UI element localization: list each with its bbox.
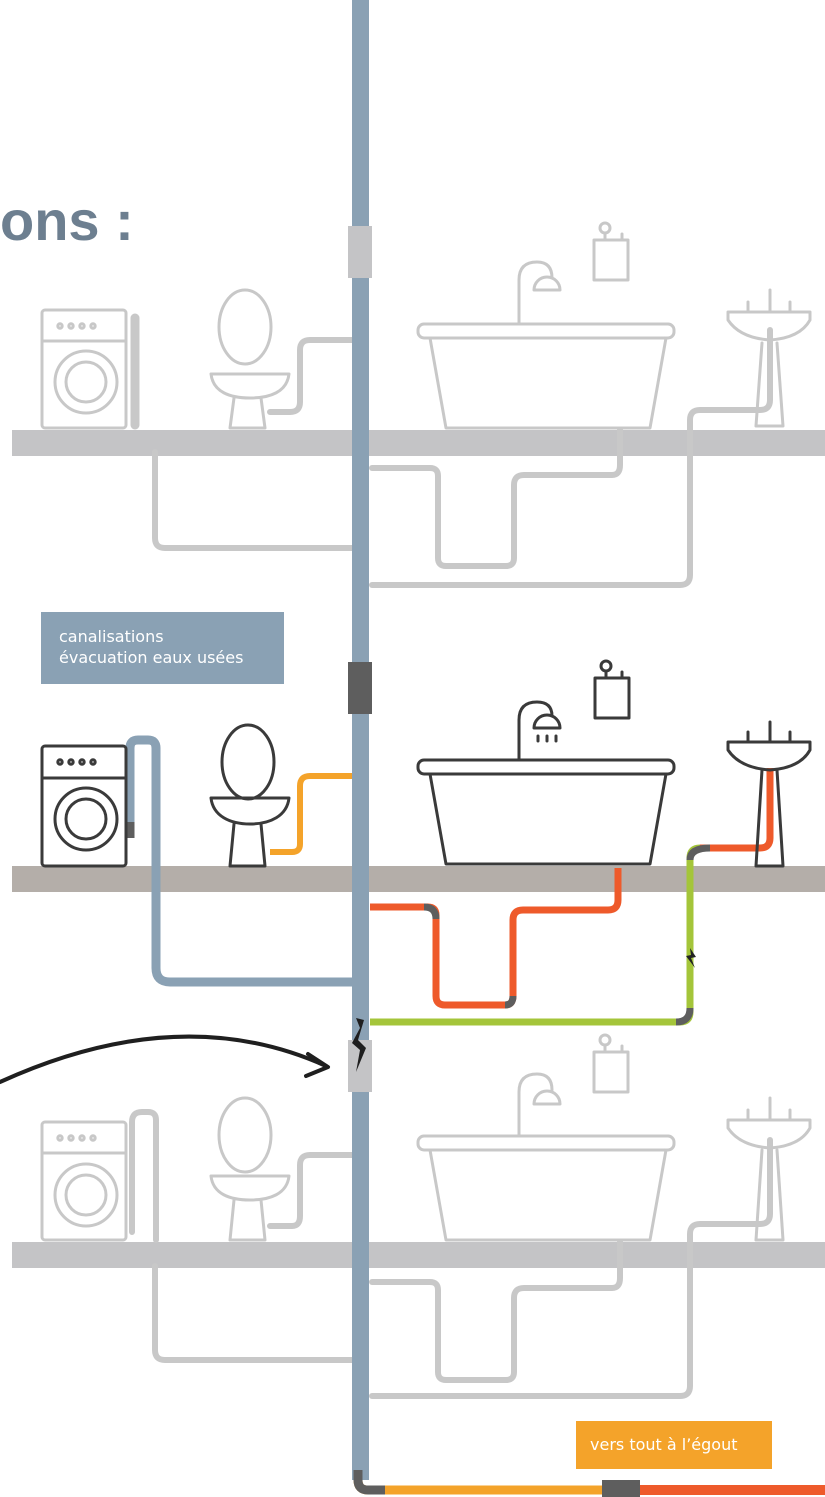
sewer-pipe-joint xyxy=(602,1480,640,1497)
washing-machine-hose xyxy=(129,1109,159,1243)
bathtub-drain xyxy=(369,427,623,569)
pipes-label-line-2: évacuation eaux usées xyxy=(59,648,244,667)
washing-machine-icon xyxy=(40,1120,128,1242)
washing-machine-drain xyxy=(152,1263,355,1363)
sewer-label: vers tout à l’égout xyxy=(576,1421,772,1469)
washbasin-icon xyxy=(726,720,812,868)
pipe-joints xyxy=(423,844,711,1026)
lower-floor-slab xyxy=(12,1242,825,1268)
stack-collar-upper xyxy=(348,226,372,278)
towel-holder-icon xyxy=(592,1033,630,1094)
toilet-icon xyxy=(209,1096,291,1242)
washing-machine-drain xyxy=(152,449,355,551)
pipes-label-line-1: canalisations xyxy=(59,627,164,646)
towel-holder-icon xyxy=(592,221,630,282)
washing-machine-drain xyxy=(125,735,352,987)
toilet-icon xyxy=(209,288,291,430)
lower-floor xyxy=(40,1033,812,1399)
section-heading: ons : xyxy=(0,189,134,252)
leak-icon xyxy=(686,948,696,968)
main-drain-stack xyxy=(352,0,369,1480)
bathtub-icon xyxy=(416,260,676,430)
washing-machine-icon xyxy=(40,744,128,868)
bathtub-icon xyxy=(416,1072,676,1242)
sewer-pipe-elbow xyxy=(353,1470,385,1495)
toilet-pipe xyxy=(270,773,352,855)
middle-floor xyxy=(40,659,812,1026)
bathtub-icon xyxy=(416,700,676,866)
pipes-label: canalisations évacuation eaux usées xyxy=(41,612,284,684)
sewer-pipe-orange xyxy=(353,1470,606,1495)
toilet-icon xyxy=(209,723,291,868)
arrow-icon xyxy=(0,1034,330,1084)
stack-collar-middle xyxy=(348,662,372,714)
washbasin-drain xyxy=(369,327,773,588)
crack-icon xyxy=(352,1018,366,1072)
middle-floor-slab xyxy=(12,866,825,892)
washing-machine-icon xyxy=(40,308,128,430)
upper-floor-slab xyxy=(12,430,825,456)
upper-floor xyxy=(40,221,812,588)
towel-holder-icon xyxy=(593,659,631,720)
toilet-pipe xyxy=(267,1152,355,1229)
bathtub-drain xyxy=(369,1239,623,1383)
washbasin-drain xyxy=(369,1137,773,1399)
washbasin-drain xyxy=(700,768,774,852)
sewer-pipe-red xyxy=(640,1485,825,1495)
toilet-pipe xyxy=(267,337,355,415)
